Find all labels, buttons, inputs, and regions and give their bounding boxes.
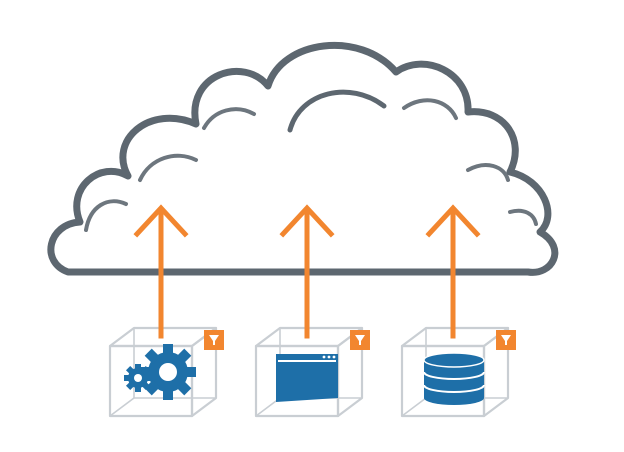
filter-badge-icon [496, 330, 516, 350]
container-database [400, 326, 516, 418]
database-icon [423, 352, 485, 405]
filter-badge-icon [350, 330, 370, 350]
container-gears [108, 326, 224, 418]
browser-window-icon [276, 354, 338, 402]
cloud-icon [47, 41, 559, 276]
filter-badge-icon [204, 330, 224, 350]
gears-icon [124, 344, 196, 400]
arrow-up-icon [133, 204, 189, 339]
arrow-up-icon [279, 204, 335, 339]
arrow-up-icon [425, 204, 481, 339]
container-browser [254, 326, 370, 418]
